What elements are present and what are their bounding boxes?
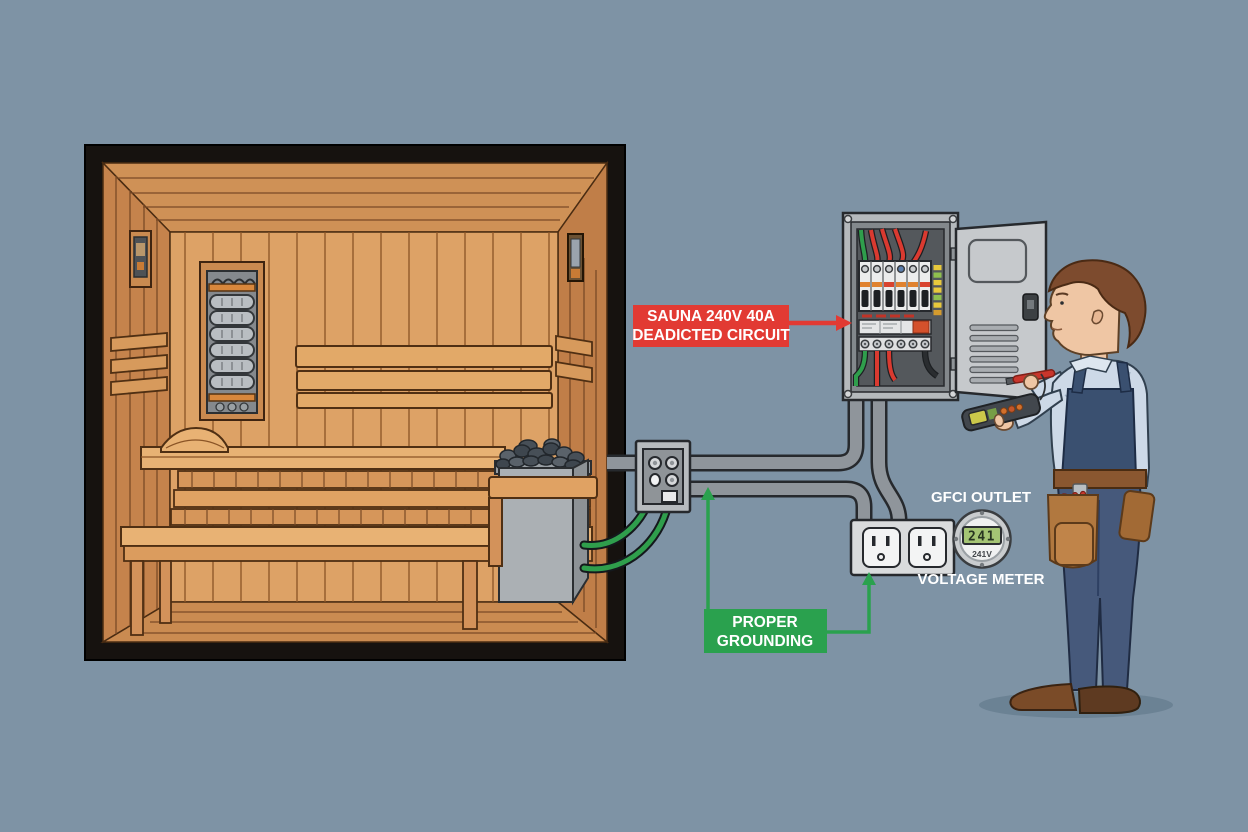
technician-hand [1023,374,1039,390]
panel-branch-wires [852,350,939,386]
technician-eye [1060,301,1064,305]
bench-leg [130,560,144,636]
callout-dedicated-circuit: SAUNA 240V 40A DEADICTED CIRCUIT [632,305,852,347]
technician-ear [1091,309,1104,325]
stove-guard-rail [488,476,598,499]
meter-reading: 241 [968,530,996,545]
sauna [84,144,626,661]
conduit-panel-run [607,398,862,469]
pants-crease [1097,499,1100,597]
proper-grounding-box [704,609,827,653]
outlet-receptacle [908,527,947,568]
gfci-outlet-label: GFCI OUTLET [931,489,1031,506]
sauna-stove [488,438,598,606]
technician [961,259,1173,718]
technician-hair [1047,259,1147,350]
belt-band [1053,469,1147,489]
electrical-panel [841,211,960,402]
breaker-screws [860,264,930,274]
panel-door [950,220,1048,402]
panel-lower-strip [858,319,932,335]
meter-lcd [962,526,1002,545]
callout-proper-grounding: PROPER GROUNDING [701,487,876,653]
breaker-toggles [861,290,929,307]
junction-box [634,439,692,514]
technician-shoe-front [1009,682,1078,711]
stove-rocks [495,438,585,471]
green-arrow-head [701,487,715,500]
outlet-receptacle [862,527,901,568]
multimeter-button [1000,407,1008,415]
multimeter-button [1007,405,1016,413]
door-window [967,238,1028,284]
dedicated-circuit-box [633,305,789,347]
sauna-control-panel [129,230,152,288]
heater-coils [209,294,255,390]
conduit-ground-run [688,483,870,521]
dedicated-circuit-line2: DEADICTED CIRCUIT [632,327,790,344]
circuit-label-chips [933,265,942,316]
proper-grounding-line1: PROPER [732,614,797,631]
wire-nut [649,473,661,487]
breaker-row [858,260,932,318]
multimeter [961,393,1041,432]
proper-grounding-line2: GROUNDING [717,633,813,650]
green-connector-line [827,583,871,634]
red-arrow-head [836,315,852,331]
cable-connector [661,490,678,503]
voltage-meter-gauge: 241 241V [952,509,1012,569]
left-wall-plank-lines [115,176,158,634]
hip-pouch [1118,490,1156,543]
overall-strap [1116,361,1132,393]
breaker-stripes [860,282,930,287]
conduits [607,398,908,522]
dedicated-circuit-line1: SAUNA 240V 40A [647,308,775,325]
headrest-seam [165,439,225,449]
technician-overall-bib [1060,388,1138,479]
stove-guard-post [488,497,503,567]
bench-leg [159,560,172,624]
door-latch [1022,293,1039,321]
gfci-outlet [849,518,956,577]
technician-shoe-back [1077,685,1141,714]
door-louvers [969,324,1019,384]
meter-lead-wire [1039,373,1046,401]
heater-base-knobs [215,402,249,412]
pouch-front-pocket [1054,522,1094,566]
benches [120,446,593,636]
backrest-slats [110,332,593,409]
sauna-thermometer [567,233,584,282]
technician-mouth [1051,327,1063,331]
floor-plank-lines [132,611,596,634]
meter-sub-label: 241V [972,549,992,559]
panel-corner-screws [843,214,958,399]
technician-eyebrow [1055,292,1069,296]
wall-heater-element [199,261,265,421]
sauna-ceiling [101,162,609,233]
ceiling-plank-lines [116,177,594,221]
voltage-meter-label: VOLTAGE METER [918,571,1045,588]
technician-thumb [993,413,1005,428]
multimeter-screen [968,409,989,426]
multimeter-button [1015,403,1023,411]
conduit-outlet-run [873,398,905,522]
green-arrow-head-2 [862,572,876,585]
bench-leg [462,560,478,630]
tool-belt [1046,469,1156,569]
panel-terminal-strip [858,336,932,352]
